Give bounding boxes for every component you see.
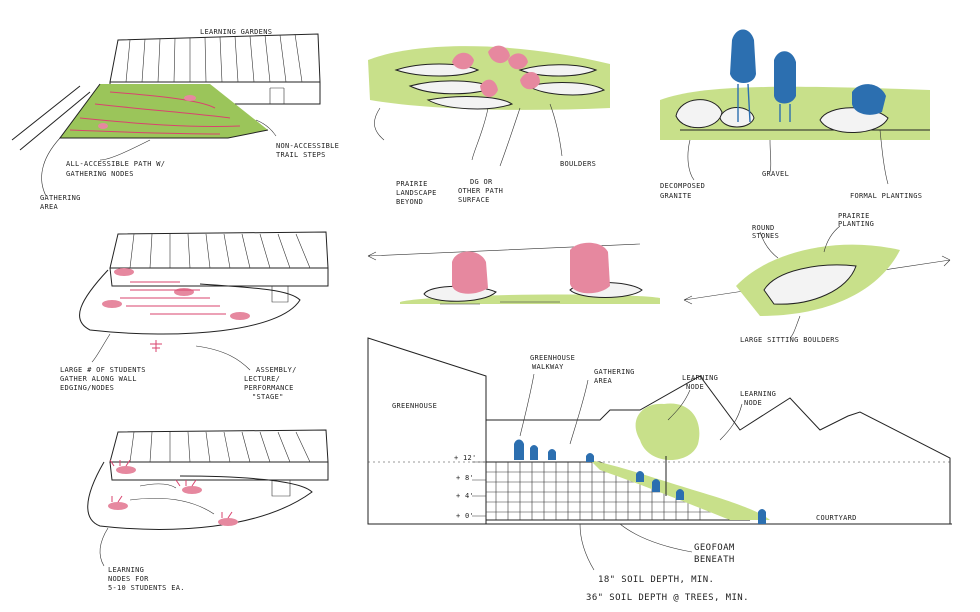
tree-canopy xyxy=(635,403,700,461)
label-soil-18: 18" SOIL DEPTH, MIN. xyxy=(598,575,714,585)
label-p3-0: GRAVEL xyxy=(762,170,789,178)
panel-assembly-stage: LARGE # OF STUDENTS GATHER ALONG WALL ED… xyxy=(60,231,329,401)
label-p1-0: ALL-ACCESSIBLE PATH W/ xyxy=(66,160,165,168)
label-p8-1: GREENHOUSE xyxy=(530,354,575,362)
label-p1-2: NON-ACCESSIBLE xyxy=(276,142,339,150)
label-p2-6: BOULDERS xyxy=(560,160,596,168)
label-p2-5: SURFACE xyxy=(458,196,490,204)
label-p3-1: DECOMPOSED xyxy=(660,182,705,190)
label-p4-2: EDGING/NODES xyxy=(60,384,114,392)
panel-learning-nodes: LEARNING NODES FOR 5-10 STUDENTS EA. xyxy=(87,429,329,592)
label-p3-3: FORMAL PLANTINGS xyxy=(850,192,922,200)
label-p8-6: NODE xyxy=(686,383,704,391)
label-p2-0: PRAIRIE xyxy=(396,180,428,188)
label-p8-2: WALKWAY xyxy=(532,363,564,371)
label-p8-5: LEARNING xyxy=(682,374,718,382)
label-p4-4: LECTURE/ xyxy=(244,375,280,383)
panel-learning-gardens: LEARNING GARDENS ALL-ACCESSIBLE PATH W/ … xyxy=(11,28,339,211)
label-p1-4: GATHERING xyxy=(40,194,81,202)
label-geofoam: GEOFOAM xyxy=(694,543,735,553)
label-p2-1: LANDSCAPE xyxy=(396,189,437,197)
label-p4-6: "STAGE" xyxy=(252,393,284,401)
label-p8-4: AREA xyxy=(594,377,613,385)
label-p2-4: OTHER PATH xyxy=(458,187,503,195)
elev-8: + 8' xyxy=(456,474,474,482)
label-p8-3: GATHERING xyxy=(594,368,635,376)
label-p8-8: NODE xyxy=(744,399,762,407)
label-geofoam-2: BENEATH xyxy=(694,555,735,565)
label-p7-0: LEARNING xyxy=(108,566,144,574)
label-p7-2: 5-10 STUDENTS EA. xyxy=(108,584,185,592)
label-p6-1: STONES xyxy=(752,232,779,240)
elev-4: + 4' xyxy=(456,492,474,500)
label-p4-5: PERFORMANCE xyxy=(244,384,294,392)
panel-gravel-figures: GRAVEL DECOMPOSED GRANITE FORMAL PLANTIN… xyxy=(660,29,930,200)
elev-0: + 0' xyxy=(456,512,474,520)
label-p6-0: ROUND xyxy=(752,224,775,232)
label-p3-2: GRANITE xyxy=(660,192,692,200)
elev-12: + 12' xyxy=(454,454,477,462)
panel-boulder-elevation xyxy=(367,242,660,305)
label-greenhouse: GREENHOUSE xyxy=(392,402,437,410)
label-p6-4: LARGE SITTING BOULDERS xyxy=(740,336,839,344)
label-p2-3: DG OR xyxy=(470,178,493,186)
label-p7-1: NODES FOR xyxy=(108,575,149,583)
label-p1-3: TRAIL STEPS xyxy=(276,151,326,159)
label-learning-gardens: LEARNING GARDENS xyxy=(200,28,272,36)
label-p6-2: PRAIRIE xyxy=(838,212,870,220)
label-p2-2: BEYOND xyxy=(396,198,423,206)
panel-round-stones: ROUND STONES PRAIRIE PLANTING LARGE SITT… xyxy=(683,212,951,344)
label-p8-7: LEARNING xyxy=(740,390,776,398)
label-p6-3: PLANTING xyxy=(838,220,874,228)
label-p1-1: GATHERING NODES xyxy=(66,170,134,178)
label-soil-36: 36" SOIL DEPTH @ TREES, MIN. xyxy=(586,593,749,603)
label-p4-0: LARGE # OF STUDENTS xyxy=(60,366,146,374)
label-p4-1: GATHER ALONG WALL xyxy=(60,375,137,383)
label-courtyard: COURTYARD xyxy=(816,514,857,522)
panel-boulders-path: PRAIRIE LANDSCAPE BEYOND DG OR OTHER PAT… xyxy=(368,45,610,206)
label-p4-3: ASSEMBLY/ xyxy=(256,366,297,374)
panel-section: + 12' + 8' + 4' + 0' GREENHOUSE GREENHOU… xyxy=(367,337,952,603)
label-p1-5: AREA xyxy=(40,203,59,211)
